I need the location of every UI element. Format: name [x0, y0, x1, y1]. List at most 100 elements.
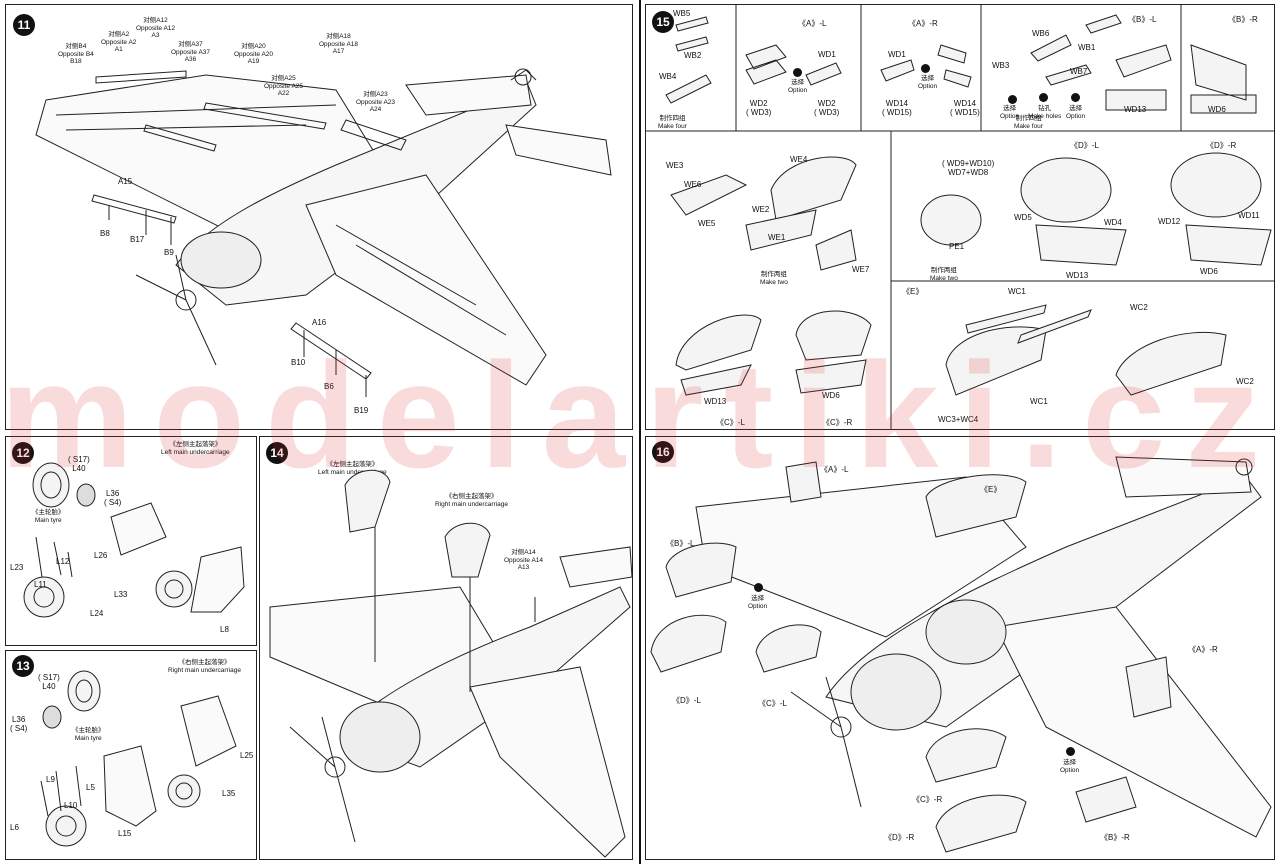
label-a-r: 《A》-R — [1188, 645, 1218, 654]
label-a15: A15 — [118, 177, 133, 186]
option-marker — [1008, 95, 1017, 104]
aircraft-drawing-step-14 — [269, 469, 632, 858]
label-we1: WE1 — [768, 233, 786, 242]
step-number: 15 — [652, 11, 674, 33]
weapons-drawing-step-15 — [646, 5, 1274, 429]
label-we4: WE4 — [790, 155, 808, 164]
label-we7: WE7 — [852, 265, 870, 274]
label-d-l: 《D》-L — [672, 696, 701, 705]
label-wd11: WD11 — [1238, 211, 1260, 220]
label-wc3-wc4: WC3+WC4 — [938, 415, 979, 424]
label-wd13: WD13 — [1066, 271, 1089, 280]
label-l36: L36 ( S4) — [104, 489, 122, 507]
label-l12: L12 — [56, 557, 70, 566]
label-wb4: WB4 — [659, 72, 677, 81]
step-number: 11 — [13, 14, 35, 36]
label-a-l: 《A》-L — [798, 19, 827, 28]
label-a1: 对侧A2 Opposite A2 A1 — [101, 31, 137, 53]
label-l26: L26 — [94, 551, 108, 560]
label-wc2-b: WC2 — [1236, 377, 1254, 386]
label-option: 选择 Option — [918, 75, 938, 90]
label-a36: 对侧A37 Opposite A37 A36 — [171, 41, 211, 63]
label-b19: B19 — [354, 406, 369, 415]
step-15-panel: 15 WB5 WB2 WB4 制作四组 Make four 《A》-L 《A》-… — [645, 4, 1275, 430]
label-a17: 对侧A18 Opposite A18 A17 — [319, 33, 359, 55]
step-title: 《右侧主起落架》 Right main undercarriage — [168, 659, 241, 674]
label-l15: L15 — [118, 829, 132, 838]
label-a3: 对侧A12 Opposite A12 A3 — [136, 17, 176, 39]
label-l6: L6 — [10, 823, 19, 832]
step-11-panel: 11 对侧B4 Opposite B4 B18 对侧A2 Opposite A2… — [5, 4, 633, 430]
label-option: 选择 Option — [788, 79, 808, 94]
label-l9: L9 — [46, 775, 55, 784]
label-l8: L8 — [220, 625, 229, 634]
label-pe1: PE1 — [949, 242, 965, 251]
label-l11: L11 — [34, 580, 47, 589]
label-b-r: 《B》-R — [1228, 15, 1258, 24]
label-wb5: WB5 — [673, 9, 691, 18]
label-wd1-b: WD1 — [888, 50, 906, 59]
label-b9: B9 — [164, 248, 174, 257]
label-l10: L10 — [64, 801, 78, 810]
label-make-four: 制作四组 Make four — [1014, 115, 1043, 130]
step-number: 13 — [12, 655, 34, 677]
label-e: 《E》 — [980, 485, 1002, 494]
label-wc2: WC2 — [1130, 303, 1148, 312]
label-make-four: 制作四组 Make four — [658, 115, 687, 130]
label-we6: WE6 — [684, 180, 702, 189]
label-option: 选择 Option — [1060, 759, 1080, 774]
label-e: 《E》 — [902, 287, 924, 296]
aircraft-drawing-step-11 — [35, 68, 612, 397]
step-12-panel: 12 《左侧主起落架》 Left main undercarriage ( S1… — [5, 436, 257, 646]
label-a-l: 《A》-L — [820, 465, 849, 474]
label-right-main-undercarriage: 《右侧主起落架》 Right main undercarriage — [435, 493, 508, 508]
label-main-tyre: 《主轮胎》 Main tyre — [32, 509, 65, 524]
label-wb3: WB3 — [992, 61, 1010, 70]
label-a16: A16 — [312, 318, 327, 327]
step-number: 14 — [266, 442, 288, 464]
label-d-r: 《D》-R — [1206, 141, 1237, 150]
label-b10: B10 — [291, 358, 306, 367]
label-wd2-l: WD2 ( WD3) — [746, 99, 772, 117]
label-wd14-r: WD14 ( WD15) — [950, 99, 980, 117]
label-wd6: WD6 — [1200, 267, 1218, 276]
label-a19: 对侧A20 Opposite A20 A19 — [234, 43, 274, 65]
label-we5: WE5 — [698, 219, 716, 228]
label-a13: 对侧A14 Opposite A14 A13 — [504, 549, 544, 571]
option-marker — [793, 68, 802, 77]
label-wc1: WC1 — [1008, 287, 1026, 296]
label-l5: L5 — [86, 783, 95, 792]
label-b8: B8 — [100, 229, 110, 238]
label-l24: L24 — [90, 609, 104, 618]
step-number: 16 — [652, 441, 674, 463]
label-option: 选择 Option — [1000, 105, 1020, 120]
label-wd13: WD13 — [704, 397, 727, 406]
label-wd13: WD13 — [1124, 105, 1147, 114]
label-c-r: 《C》-R — [912, 795, 943, 804]
label-wd4: WD4 — [1104, 218, 1122, 227]
step-14-panel: 14 《左侧主起落架》 Left main undercarriage 《右侧主… — [259, 436, 633, 860]
label-wd6: WD6 — [1208, 105, 1226, 114]
label-wb7: WB7 — [1070, 67, 1088, 76]
option-marker — [754, 583, 763, 592]
label-wd5: WD5 — [1014, 213, 1032, 222]
label-make-two: 制作两组 Make two — [930, 267, 958, 282]
aircraft-drawing-step-16 — [650, 456, 1272, 853]
label-we2: WE2 — [752, 205, 770, 214]
label-a24: 对侧A23 Opposite A23 A24 — [356, 91, 396, 113]
label-a-r: 《A》-R — [908, 19, 938, 28]
label-c-l: 《C》-L — [758, 699, 787, 708]
label-b-l: 《B》-L — [1128, 15, 1157, 24]
undercarriage-right-drawing — [40, 670, 237, 847]
label-d-l: 《D》-L — [1070, 141, 1099, 150]
option-marker — [1039, 93, 1048, 102]
label-l40: ( S17) L40 — [38, 673, 60, 691]
label-option: 选择 Option — [748, 595, 768, 610]
label-l36: L36 ( S4) — [10, 715, 28, 733]
label-l40: ( S17) L40 — [68, 455, 90, 473]
label-wd12: WD12 — [1158, 217, 1181, 226]
step-title: 《左侧主起落架》 Left main undercarriage — [161, 441, 230, 456]
label-wd1: WD1 — [818, 50, 836, 59]
label-wd2-r: WD2 ( WD3) — [814, 99, 840, 117]
undercarriage-left-drawing — [23, 462, 245, 618]
